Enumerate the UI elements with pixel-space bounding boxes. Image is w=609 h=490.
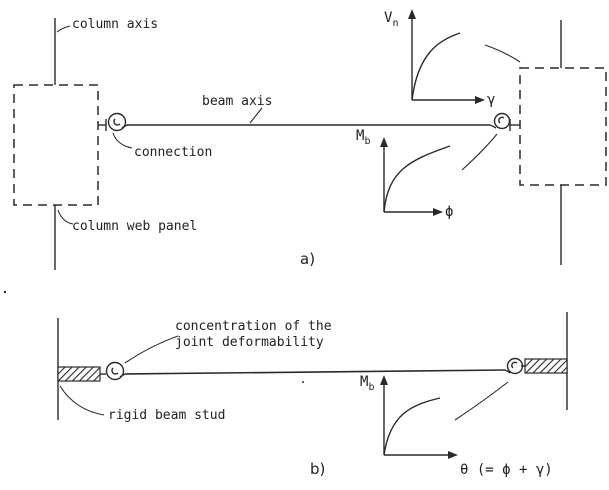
beam-axis-leader	[249, 107, 263, 124]
left-joint-spring-icon	[100, 361, 126, 381]
moment-curve-b-x-arrow	[448, 451, 458, 459]
shear-curve-line	[411, 32, 461, 101]
moment-curve-b-leader	[454, 381, 509, 421]
moment-curve-a-x-arrow	[433, 208, 443, 216]
moment-rotation-curve-b: Mb θ (= ϕ + γ)	[360, 374, 553, 478]
moment-curve-b-y-arrow	[380, 375, 388, 385]
beam-axis-label: beam axis	[202, 94, 272, 109]
shear-curve-y-arrow	[408, 9, 416, 19]
part-b-diagram: concentration of the joint deformability…	[57, 312, 568, 478]
connection-label: connection	[134, 145, 212, 160]
left-column-web-panel	[13, 84, 99, 206]
right-connection-spring-icon	[489, 112, 520, 131]
part-a-diagram: column axis beam axis connection column …	[13, 9, 607, 270]
shear-curve-leader	[484, 44, 521, 63]
right-rigid-beam-stud	[524, 358, 568, 374]
right-joint-spring-icon	[504, 357, 525, 375]
left-column	[13, 18, 99, 270]
shear-curve-x-symbol: γ	[487, 92, 495, 108]
concentration-leader	[124, 335, 179, 364]
beam-dot	[302, 381, 304, 383]
stray-mark	[3, 290, 7, 294]
concentration-label-line2: joint deformability	[175, 335, 324, 350]
beam-line-b	[124, 369, 506, 375]
connection-leader	[112, 132, 133, 149]
rigid-beam-stud-leader	[59, 385, 105, 416]
moment-curve-a-line	[383, 145, 451, 213]
right-column	[519, 20, 607, 265]
left-rigid-beam-stud	[57, 366, 101, 382]
moment-curve-b-y-symbol: Mb	[360, 374, 374, 393]
column-web-panel-leader	[57, 209, 74, 225]
shear-deformation-curve: Vn γ	[384, 9, 521, 108]
moment-curve-b-line	[383, 397, 441, 456]
concentration-label-line1: concentration of the	[175, 319, 332, 334]
shear-curve-x-arrow	[475, 96, 485, 104]
left-connection-spring-icon	[98, 112, 128, 132]
moment-curve-a-y-arrow	[380, 137, 388, 147]
moment-curve-a-leader	[461, 133, 498, 171]
right-column-web-panel	[519, 67, 607, 186]
shear-curve-y-symbol: Vn	[384, 10, 398, 29]
part-a-caption: a)	[300, 250, 315, 268]
column-axis-leader	[56, 25, 71, 33]
moment-curve-b-x-label: θ (= ϕ + γ)	[460, 462, 553, 478]
moment-curve-a-y-symbol: Mb	[356, 128, 370, 147]
column-web-panel-label: column web panel	[72, 219, 197, 234]
part-b-caption: b)	[310, 460, 325, 478]
rigid-beam-stud-label: rigid beam stud	[108, 408, 225, 423]
moment-rotation-curve-a: Mb ϕ	[356, 128, 498, 220]
column-axis-label: column axis	[72, 17, 158, 32]
moment-curve-a-x-symbol: ϕ	[445, 204, 453, 220]
